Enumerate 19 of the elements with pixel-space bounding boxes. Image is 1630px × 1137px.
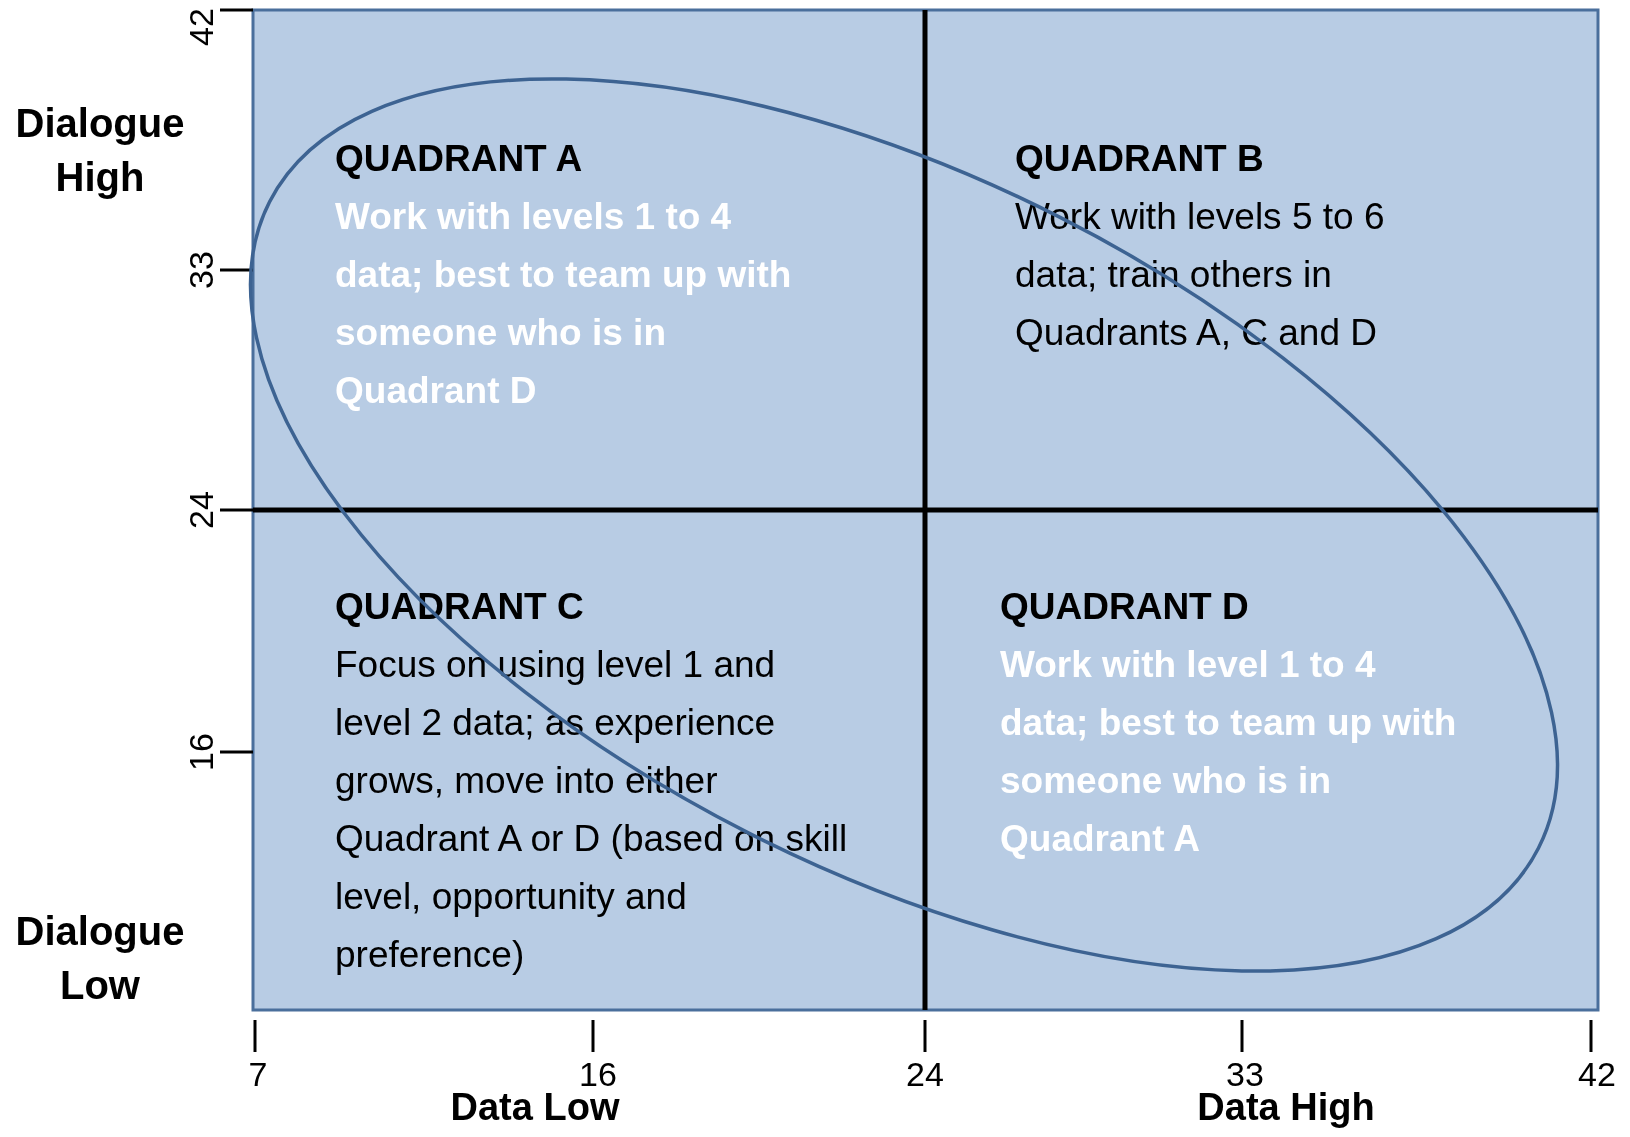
tick-label: 7 (248, 1054, 268, 1096)
tick-label: 42 (1578, 1054, 1616, 1096)
tick-label: 42 (181, 8, 222, 46)
axis-label: Dialogue High (14, 100, 186, 201)
axis-label: Dialogue Low (14, 908, 186, 1009)
quadrant-panel (253, 10, 925, 510)
quadrant-heading: QUADRANT B (1015, 137, 1265, 181)
quadrant-heading: QUADRANT A (335, 137, 584, 181)
quadrant-panel (925, 10, 1598, 510)
quadrant-description: Work with levels 1 to 4 data; best to team up with someone who is in Quadrant D (335, 195, 793, 413)
quadrant-heading: QUADRANT C (335, 585, 585, 629)
quadrant-description: Work with level 1 to 4 data; best to team up with someone who is in Quadrant A (1000, 643, 1458, 861)
quadrant-panel (925, 510, 1598, 1010)
tick-label: 16 (181, 733, 222, 771)
quadrant-heading: QUADRANT D (1000, 585, 1250, 629)
tick-label: 33 (181, 251, 222, 289)
tick-label: 24 (906, 1054, 944, 1096)
tick-label: 24 (181, 491, 222, 529)
quadrant-panel (253, 510, 925, 1010)
